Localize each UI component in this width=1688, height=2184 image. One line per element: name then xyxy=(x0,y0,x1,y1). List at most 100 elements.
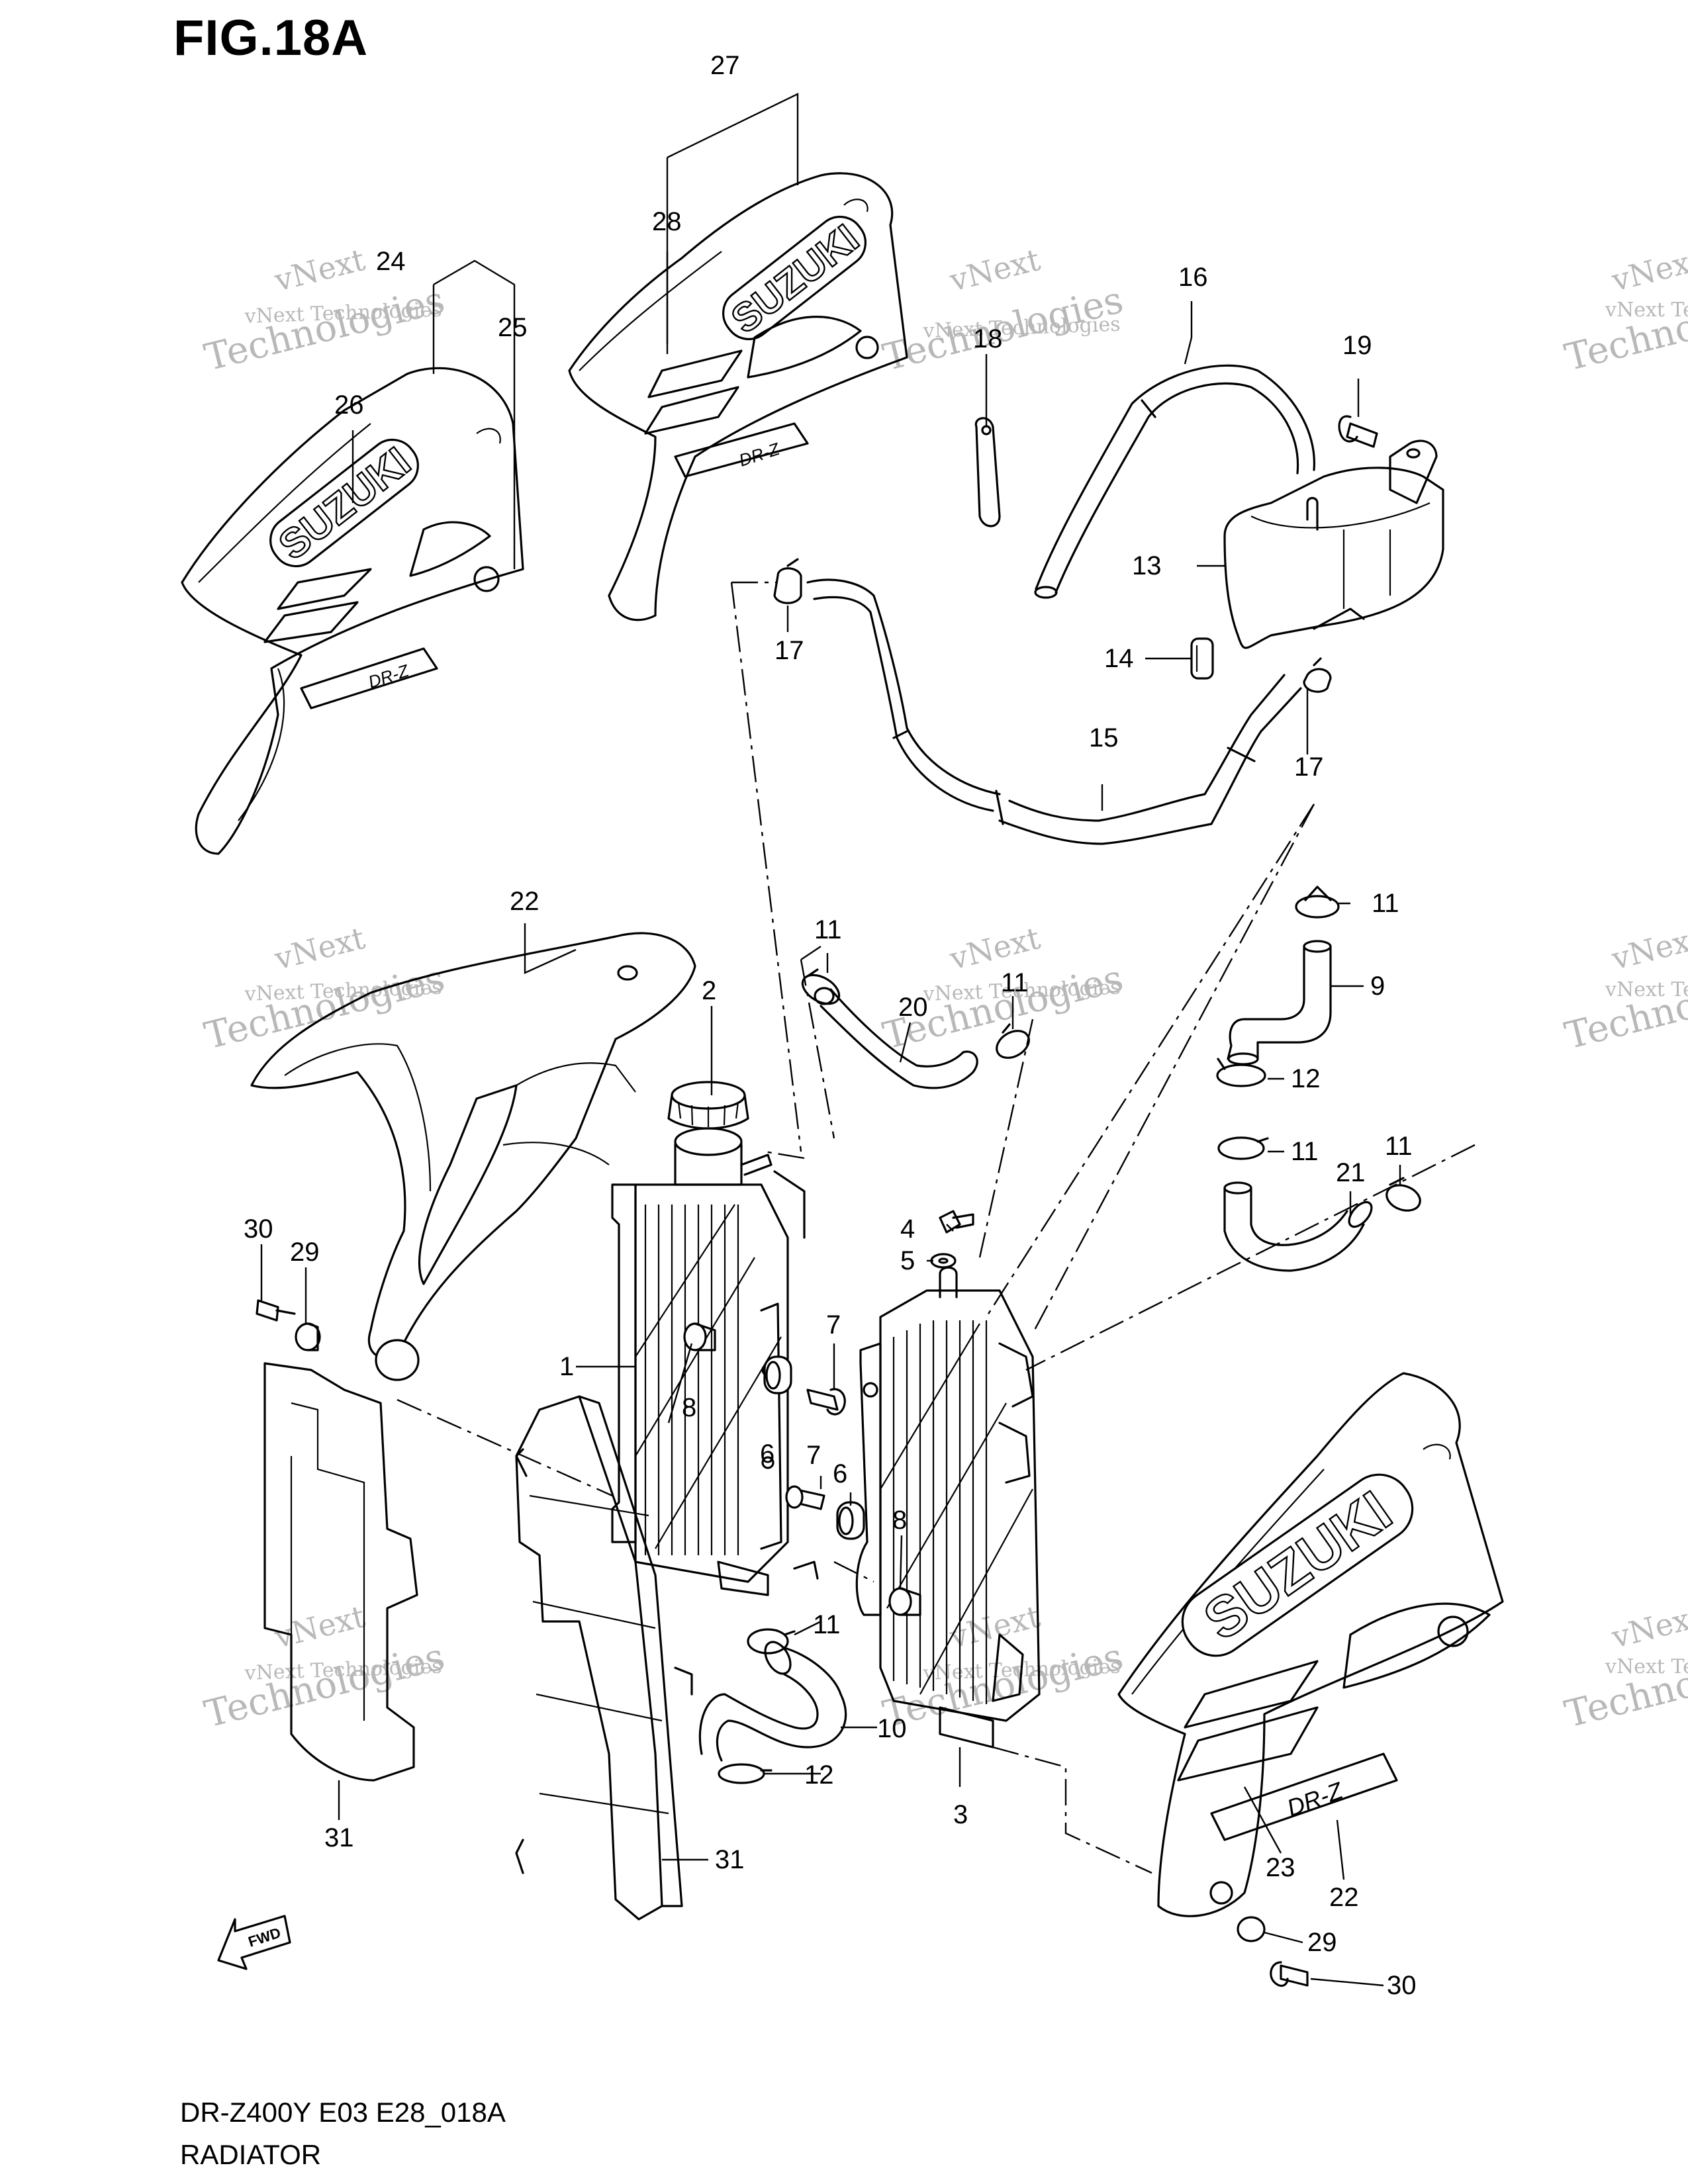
watermark: vNext vNext Technologies Technologies xyxy=(879,1598,1127,1737)
drz-mark: DR-Z xyxy=(1284,1776,1347,1821)
svg-text:Technologies: Technologies xyxy=(201,1635,449,1737)
bolt xyxy=(1338,415,1378,448)
svg-text:SUZUKI: SUZUKI xyxy=(271,439,419,569)
alignment-lines xyxy=(397,581,1476,1874)
bolt xyxy=(785,1485,825,1510)
callout-label: 3 xyxy=(953,1800,968,1829)
suzuki-logo: SUZUKI xyxy=(722,215,868,343)
hose-clamp xyxy=(1303,657,1332,693)
radiator-guard-plate xyxy=(263,1362,418,1782)
grommet xyxy=(836,1501,865,1540)
callout-label: 6 xyxy=(833,1459,847,1488)
callout-label: 7 xyxy=(826,1310,841,1340)
hose-clamp xyxy=(747,1628,796,1655)
diagram-caption: RADIATOR xyxy=(180,2139,322,2170)
callout-label: 30 xyxy=(1387,1971,1417,2000)
svg-text:vNext: vNext xyxy=(1608,242,1688,298)
callout-label: 8 xyxy=(682,1393,696,1422)
svg-text:Technologies: Technologies xyxy=(201,279,449,380)
callout-label: 9 xyxy=(1370,972,1385,1001)
hose-clamp xyxy=(1385,1177,1421,1212)
svg-text:SUZUKI: SUZUKI xyxy=(1193,1479,1403,1653)
callout-label: 8 xyxy=(892,1506,907,1535)
watermark: vNext vNext Technologies Technologies xyxy=(201,920,449,1058)
collar xyxy=(888,1587,921,1616)
suzuki-logo: SUZUKI xyxy=(269,438,420,570)
hose-clamp xyxy=(801,968,841,1005)
callout-label: 22 xyxy=(1329,1883,1359,1912)
hose-clamp xyxy=(773,558,802,604)
callout-label: 27 xyxy=(710,51,740,80)
watermarks: vNext vNext Technologies Technologies vN… xyxy=(201,242,1688,1737)
suzuki-logo: SUZUKI xyxy=(1181,1473,1414,1657)
callout-label: 19 xyxy=(1342,331,1372,360)
hose-clamp xyxy=(1217,1136,1269,1160)
svg-text:vNext Technologies: vNext Technologies xyxy=(1605,978,1688,1001)
callout-label: 15 xyxy=(1089,723,1119,752)
callout-label: 30 xyxy=(244,1214,273,1244)
watermark: vNext vNext Technologies Technologies xyxy=(879,242,1127,380)
overflow-hose xyxy=(1034,364,1315,599)
bolt xyxy=(806,1388,846,1416)
bolt xyxy=(256,1299,296,1322)
watermark: vNext vNext Technologies Technologies xyxy=(1561,920,1688,1058)
grommet xyxy=(763,1355,792,1394)
callout-label: 17 xyxy=(774,636,804,665)
callout-label: 4 xyxy=(900,1214,915,1244)
watermark: vNext vNext Technologies Technologies xyxy=(201,1598,449,1737)
reservoir-hose xyxy=(806,578,1302,845)
callout-label: 13 xyxy=(1132,551,1162,580)
callout-label: 29 xyxy=(290,1238,320,1267)
fwd-arrow-icon: FWD xyxy=(217,1915,291,1970)
svg-text:vNext: vNext xyxy=(271,242,369,298)
callout-label: 14 xyxy=(1104,644,1134,673)
drz-mark: DR-Z xyxy=(737,439,782,471)
radiator-hose-right-lower xyxy=(1223,1181,1373,1272)
radiator-hose-right-upper xyxy=(1227,940,1332,1066)
svg-text:vNext: vNext xyxy=(1608,1598,1688,1655)
svg-text:Technologies: Technologies xyxy=(201,957,449,1058)
collar xyxy=(683,1322,716,1351)
leader-lines xyxy=(260,93,1401,1987)
radiator-left xyxy=(611,1127,819,1596)
callout-label: 2 xyxy=(702,976,716,1005)
watermark: vNext vNext Technologies Technologies xyxy=(1561,1598,1688,1737)
callout-label: 29 xyxy=(1307,1928,1337,1957)
radiator-hose-upper xyxy=(814,987,978,1089)
callout-label: 11 xyxy=(813,1610,841,1639)
hose-clamp xyxy=(996,1023,1030,1059)
washer xyxy=(930,1253,957,1269)
model-code: DR-Z400Y E03 E28_018A xyxy=(180,2097,506,2128)
svg-text:Technologies: Technologies xyxy=(879,279,1127,380)
callout-label: 11 xyxy=(1001,968,1029,997)
cushion xyxy=(1190,637,1214,680)
callout-label: 31 xyxy=(324,1823,354,1852)
radiator-shroud-left xyxy=(250,932,696,1381)
radiator-hose-lower xyxy=(698,1641,847,1762)
hose-clamp xyxy=(1216,1058,1266,1087)
figure-title: FIG.18A xyxy=(173,10,369,66)
callout-label: 7 xyxy=(806,1441,821,1470)
callout-label: 6 xyxy=(760,1439,774,1469)
radiator-core-fins xyxy=(635,1204,782,1555)
washer xyxy=(1237,1916,1266,1942)
reservoir-tank xyxy=(1223,439,1444,649)
bolt xyxy=(939,1210,974,1234)
callout-labels: 27 28 24 25 26 16 19 18 13 14 15 17 17 2… xyxy=(244,51,1417,2000)
callout-label: 23 xyxy=(1266,1853,1295,1882)
svg-text:vNext: vNext xyxy=(1608,920,1688,977)
callout-label: 11 xyxy=(1372,889,1399,918)
shroud-decal-right: SUZUKI DR-Z xyxy=(1117,1372,1504,1917)
svg-text:vNext: vNext xyxy=(271,1598,369,1655)
radiator-right xyxy=(855,1266,1041,1749)
shroud-decal-center: SUZUKI DR-Z xyxy=(568,172,908,621)
callout-label: 11 xyxy=(1385,1132,1413,1161)
svg-text:vNext: vNext xyxy=(946,242,1044,298)
callout-label: 1 xyxy=(559,1352,574,1381)
callout-label: 20 xyxy=(898,993,928,1022)
bolt xyxy=(1270,1961,1309,1987)
callout-label: 17 xyxy=(1294,752,1324,782)
watermark: vNext vNext Technologies Technologies xyxy=(201,242,449,380)
callout-label: 16 xyxy=(1178,263,1208,292)
